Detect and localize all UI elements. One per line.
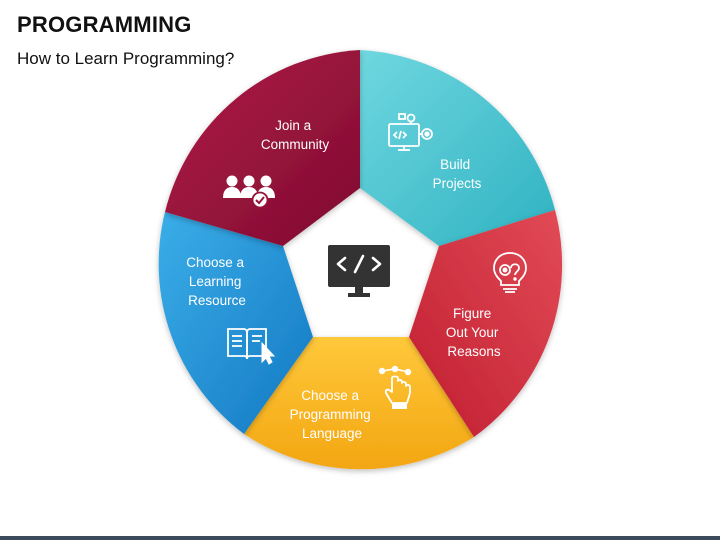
segment-choose-resource-label: Choose a Learning Resource (186, 255, 248, 308)
label-line: Choose a (186, 255, 244, 270)
footer-bar (0, 536, 720, 540)
segment-choose-language-label: Choose a Programming Language (290, 388, 375, 441)
label-line: Language (302, 426, 362, 441)
community-icon (223, 175, 275, 209)
touch-hand-icon (378, 365, 412, 409)
label-line: Out Your (446, 325, 499, 340)
segment-join-community (165, 50, 360, 246)
segment-choose-resource (158, 212, 313, 434)
label-line: Projects (433, 176, 482, 191)
segment-join-community-label: Join a Community (261, 118, 330, 152)
page-subtitle: How to Learn Programming? (17, 49, 235, 68)
segment-choose-language (244, 337, 474, 470)
segment-build-projects (360, 50, 555, 246)
label-line: Programming (290, 407, 371, 422)
page-title: PROGRAMMING (17, 12, 192, 37)
label-line: Choose a (301, 388, 359, 403)
lightbulb-gear-icon (493, 252, 527, 293)
code-workflow-icon (388, 113, 433, 151)
label-line: Join a (275, 118, 312, 133)
label-line: Build (440, 157, 470, 172)
segment-build-projects-label: Build Projects (433, 157, 482, 191)
open-book-icon (227, 328, 276, 365)
label-line: Community (261, 137, 330, 152)
segment-figure-out-reasons (409, 210, 563, 437)
label-line: Figure (453, 306, 491, 321)
label-line: Reasons (447, 344, 501, 359)
label-line: Resource (188, 293, 246, 308)
segment-figure-out-reasons-label: Figure Out Your Reasons (446, 306, 502, 359)
code-monitor-icon (328, 245, 390, 297)
label-line: Learning (189, 274, 242, 289)
